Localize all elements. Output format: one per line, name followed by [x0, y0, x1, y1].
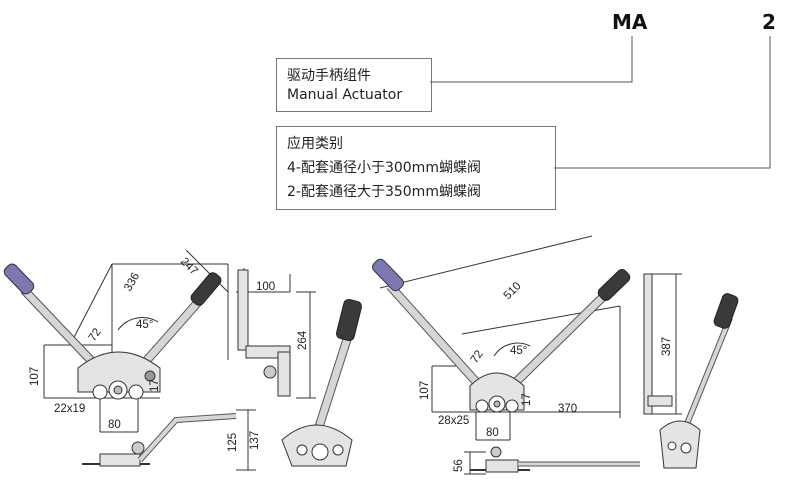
dim-17: 17 — [149, 379, 161, 392]
dim-247: 247 — [178, 256, 200, 278]
actuator-box: 驱动手柄组件 Manual Actuator — [276, 58, 432, 112]
actuator-label-cn: 驱动手柄组件 — [287, 68, 371, 84]
code-leaders — [430, 36, 771, 169]
dim-107: 107 — [29, 367, 41, 386]
model-code-2: 2 — [762, 10, 776, 34]
dim-370: 370 — [558, 403, 577, 415]
dim-387: 387 — [661, 337, 673, 356]
dim-107-right: 107 — [419, 381, 431, 400]
dim-45-deg: 45° — [136, 319, 153, 331]
actuator-label-en: Manual Actuator — [287, 87, 403, 103]
dim-137: 137 — [249, 431, 261, 450]
application-box: 应用类别 4-配套通径小于300mm蝴蝶阀 2-配套通径大于350mm蝴蝶阀 — [276, 126, 556, 210]
left-dimension-labels: 247 336 72 45° 107 22x19 17 80 100 264 1… — [29, 256, 309, 452]
dim-125: 125 — [227, 433, 239, 452]
dim-22x19: 22x19 — [54, 403, 85, 415]
dim-45-deg-right: 45° — [510, 345, 527, 357]
dim-17-right: 17 — [521, 393, 533, 406]
application-option-4: 4-配套通径小于300mm蝴蝶阀 — [287, 160, 481, 176]
dim-28x25: 28x25 — [438, 415, 469, 427]
dim-100: 100 — [256, 281, 275, 293]
dim-80: 80 — [108, 419, 121, 431]
application-title: 应用类别 — [287, 136, 343, 152]
dim-80-right: 80 — [486, 427, 499, 439]
right-dimension-labels: 510 72 45° 107 28x25 17 80 370 387 56 — [419, 280, 673, 472]
dim-72: 72 — [87, 326, 104, 343]
right-assembly — [372, 235, 739, 475]
dim-336: 336 — [122, 271, 142, 294]
dim-56: 56 — [453, 459, 465, 472]
dim-72-right: 72 — [469, 348, 486, 365]
left-assembly — [3, 249, 363, 471]
model-code-ma: MA — [612, 10, 648, 34]
application-option-2: 2-配套通径大于350mm蝴蝶阀 — [287, 184, 481, 200]
dim-264: 264 — [297, 330, 309, 350]
dim-510: 510 — [502, 280, 524, 302]
